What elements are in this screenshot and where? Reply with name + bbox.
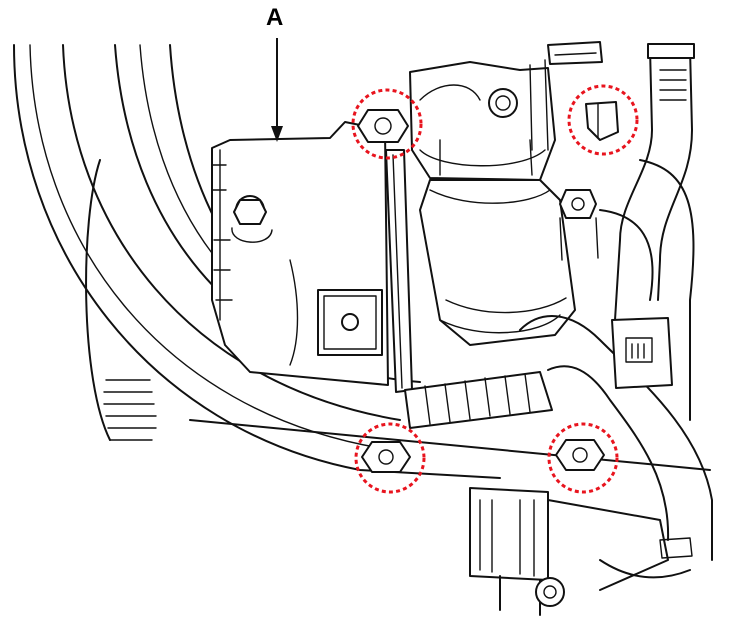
highlight-upper-left-bolt <box>351 88 423 160</box>
bolt-upper-right <box>585 101 619 141</box>
upper-housing <box>409 41 603 181</box>
highlight-upper-right-bolt <box>567 84 639 156</box>
callout-label-a: A <box>266 4 284 31</box>
bracket-strap <box>385 149 413 393</box>
highlight-lower-left-bolt <box>354 422 426 494</box>
right-pipes <box>599 43 695 421</box>
callout-arrow-a <box>271 38 283 142</box>
corrugated-hose <box>404 371 553 429</box>
lower-frame <box>189 419 711 616</box>
outlet-hose <box>519 315 713 561</box>
side-bolt <box>559 189 599 261</box>
bolt-lower-right <box>555 439 605 471</box>
bolt-upper-left <box>357 109 409 143</box>
highlight-lower-right-bolt <box>547 422 619 494</box>
bolt-lower-left <box>361 441 411 473</box>
pulley <box>85 159 157 441</box>
housing-a <box>211 121 389 386</box>
coolant-hose-left <box>13 44 501 479</box>
oil-filter <box>419 139 576 346</box>
